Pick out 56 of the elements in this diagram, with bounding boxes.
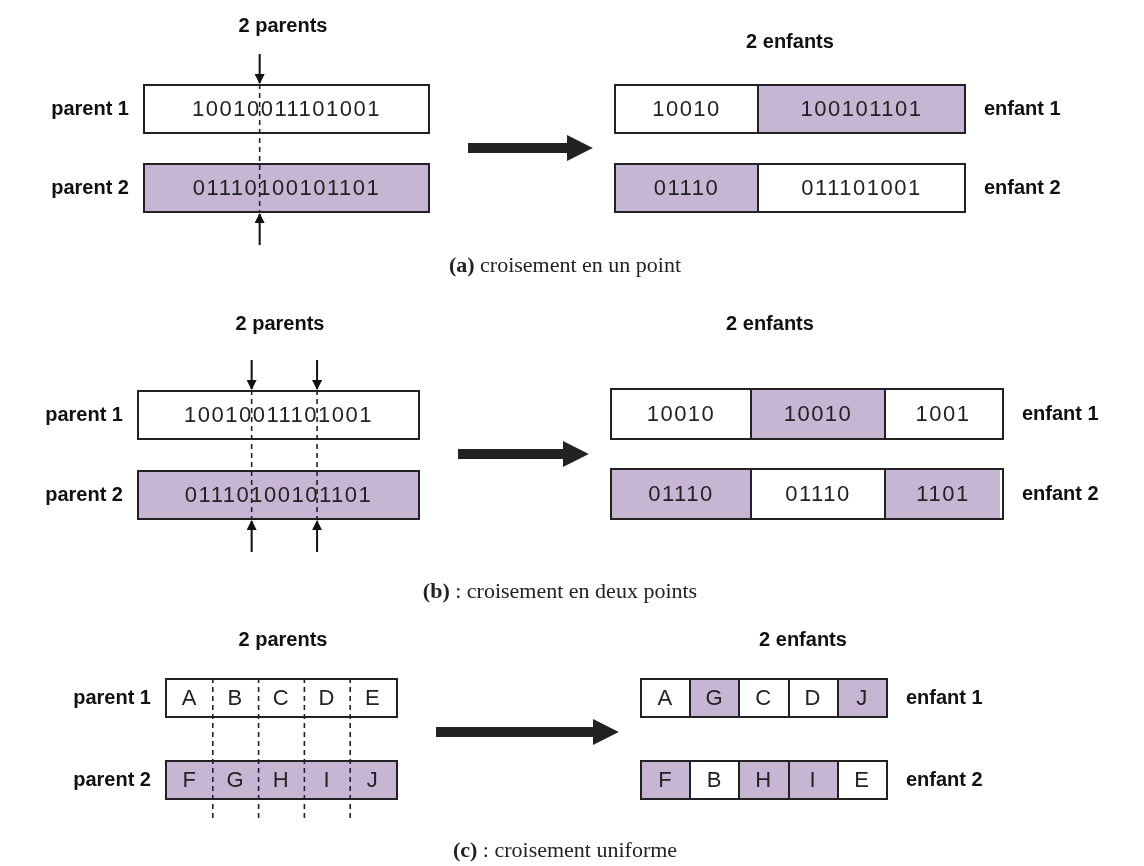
row-label: parent 2 <box>51 176 129 199</box>
group-heading: 2 parents <box>235 312 325 335</box>
chromosome-string: 10010011101001 <box>143 84 430 134</box>
chromosome-box <box>165 678 398 718</box>
crossover-arrow <box>458 441 589 467</box>
gene-segment: G <box>689 680 739 716</box>
row-label: parent 1 <box>51 97 129 120</box>
row-label: enfant 1 <box>984 97 1061 120</box>
crossover-arrow <box>436 719 619 745</box>
chromosome-bar <box>614 163 966 213</box>
group-heading: 2 parents <box>238 628 328 651</box>
crossover-arrow <box>468 135 593 161</box>
gene-segment: 01110 <box>612 470 750 518</box>
figure-caption: (b) : croisement en deux points <box>422 578 698 604</box>
row-label: parent 1 <box>45 403 123 426</box>
gene-segment: 100101101 <box>757 86 964 132</box>
chromosome-string: 10010011101001 <box>137 390 420 440</box>
chromosome-bar <box>640 678 888 718</box>
chromosome-bar <box>610 468 1004 520</box>
chromosome-bar <box>640 760 888 800</box>
gene-segment: 01110 <box>616 165 757 211</box>
gene-segment: J <box>836 680 886 716</box>
group-heading: 2 enfants <box>726 312 814 335</box>
gene-segment: 1101 <box>884 470 1000 518</box>
gene-segment: I <box>787 762 837 798</box>
gene-segment: H <box>738 762 788 798</box>
gene-letter: J <box>365 766 381 794</box>
gene-letter: B <box>226 684 245 712</box>
chromosome-box <box>165 760 398 800</box>
chromosome-bar <box>614 84 966 134</box>
row-label: enfant 2 <box>906 768 983 791</box>
row-label: enfant 2 <box>1022 482 1099 505</box>
gene-letter: G <box>225 766 246 794</box>
row-label: parent 1 <box>73 686 151 709</box>
gene-segment: 10010 <box>750 390 884 438</box>
gene-letter: A <box>180 684 199 712</box>
gene-letter: I <box>322 766 333 794</box>
row-label: enfant 1 <box>1022 402 1099 425</box>
row-label: enfant 1 <box>906 686 983 709</box>
gene-letter: C <box>271 684 292 712</box>
gene-letter: D <box>317 684 337 712</box>
group-heading: 2 parents <box>238 14 328 37</box>
gene-letter: E <box>364 684 383 712</box>
gene-segment: F <box>642 762 690 798</box>
figure-caption: (a) croisement en un point <box>448 252 682 278</box>
group-heading: 2 enfants <box>759 628 847 651</box>
gene-letter: H <box>271 766 292 794</box>
chromosome-string: 01110100101101 <box>143 163 430 213</box>
figure-caption: (c) : croisement uniforme <box>452 837 678 863</box>
chromosome-bar <box>610 388 1004 440</box>
row-label: enfant 2 <box>984 176 1061 199</box>
gene-letter: F <box>181 766 199 794</box>
row-label: parent 2 <box>73 768 151 791</box>
row-label: parent 2 <box>45 483 123 506</box>
group-heading: 2 enfants <box>746 30 834 53</box>
chromosome-string: 01110100101101 <box>137 470 420 520</box>
